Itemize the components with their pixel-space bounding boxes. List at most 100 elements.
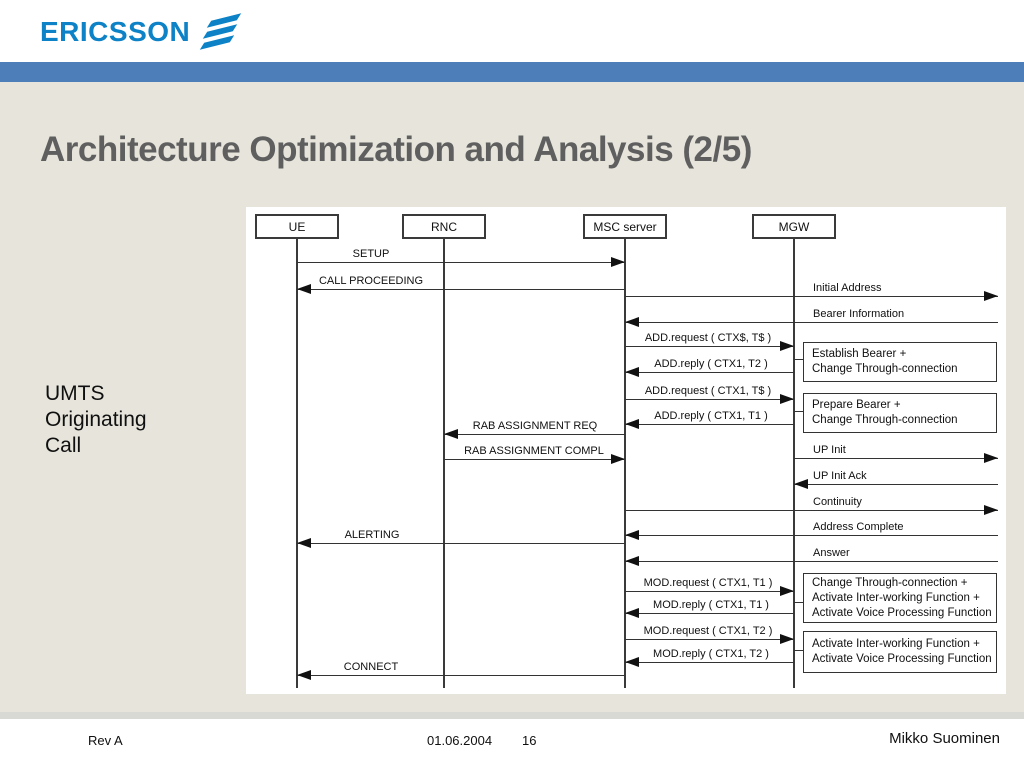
note-text-line: Prepare Bearer + — [812, 399, 901, 411]
slide-body: Architecture Optimization and Analysis (… — [0, 82, 1024, 712]
note-connector-2 — [794, 411, 803, 412]
message-arrowhead-answer — [625, 556, 639, 566]
note-connector-1 — [794, 359, 803, 360]
message-line-address-complete — [625, 535, 998, 536]
side-label-line: Call — [45, 434, 82, 457]
note-text-line: Activate Inter-working Function + — [812, 591, 980, 604]
message-arrowhead-add-request-ctx1-t — [780, 394, 794, 404]
ericsson-wordmark: ERICSSON — [40, 16, 191, 47]
message-label-setup: SETUP — [352, 248, 390, 260]
slide-footer: Rev A 01.06.2004 16 Mikko Suominen — [0, 719, 1024, 768]
message-line-initial-address — [625, 296, 998, 297]
message-arrowhead-setup — [611, 257, 625, 267]
message-label-add-request-ctx1-t: ADD.request ( CTX1, T$ ) — [644, 385, 772, 397]
message-line-answer — [625, 561, 998, 562]
message-label-call-proceeding: CALL PROCEEDING — [318, 275, 424, 287]
message-label-connect: CONNECT — [343, 661, 399, 673]
message-arrowhead-add-reply-ctx1-t2 — [625, 367, 639, 377]
message-label-up-init: UP Init — [813, 444, 846, 456]
note-text-line: Activate Voice Processing Function — [812, 606, 992, 619]
note-box-2: Prepare Bearer + Change Through-connectio… — [803, 393, 997, 433]
message-label-answer: Answer — [813, 547, 850, 559]
accent-bar — [0, 62, 1024, 82]
message-line-connect — [297, 675, 625, 676]
footer-divider — [0, 712, 1024, 719]
side-label-line: Originating — [45, 408, 147, 431]
message-line-mod-request-ctx1-t1 — [625, 591, 794, 592]
message-label-rab-assignment-compl: RAB ASSIGNMENT COMPL — [464, 445, 604, 457]
message-label-initial-address: Initial Address — [813, 282, 882, 294]
note-box-4: Activate Inter-working Function + Activat… — [803, 631, 997, 673]
note-text-line: Change Through-connection — [812, 414, 958, 426]
actor-box-ue: UE — [255, 214, 339, 239]
lifeline-mgw — [793, 238, 795, 688]
message-label-address-complete: Address Complete — [813, 521, 904, 533]
message-arrowhead-connect — [297, 670, 311, 680]
message-label-add-request-ctx-t: ADD.request ( CTX$, T$ ) — [644, 332, 772, 344]
message-arrowhead-mod-reply-ctx1-t2 — [625, 657, 639, 667]
message-line-bearer-information — [625, 322, 998, 323]
message-arrowhead-address-complete — [625, 530, 639, 540]
message-arrowhead-rab-assignment-compl — [611, 454, 625, 464]
diagram-panel: UE RNC MSC server MGW SETUP CALL PROCEEDING In… — [246, 207, 1006, 694]
message-label-mod-request-ctx1-t1: MOD.request ( CTX1, T1 ) — [643, 577, 773, 589]
message-line-mod-request-ctx1-t2 — [625, 639, 794, 640]
message-arrowhead-continuity — [984, 505, 998, 515]
message-label-rab-assignment-req: RAB ASSIGNMENT REQ — [472, 420, 598, 432]
message-label-continuity: Continuity — [813, 496, 862, 508]
message-label-mod-reply-ctx1-t2: MOD.reply ( CTX1, T2 ) — [653, 648, 769, 660]
note-connector-4 — [794, 650, 803, 651]
message-line-add-request-ctx1-t — [625, 399, 794, 400]
message-line-add-reply-ctx1-t1 — [625, 424, 794, 425]
ericsson-logo: ERICSSON — [40, 12, 242, 50]
slide-header: ERICSSON — [0, 0, 1024, 62]
message-line-continuity — [625, 510, 998, 511]
message-arrowhead-up-init — [984, 453, 998, 463]
message-arrowhead-up-init-ack — [794, 479, 808, 489]
message-arrowhead-alerting — [297, 538, 311, 548]
message-label-up-init-ack: UP Init Ack — [813, 470, 867, 482]
message-line-add-request-ctx-t — [625, 346, 794, 347]
message-arrowhead-bearer-information — [625, 317, 639, 327]
note-text-line: Change Through-connection + — [812, 576, 968, 589]
message-line-up-init-ack — [794, 484, 998, 485]
message-line-alerting — [297, 543, 625, 544]
side-label-line: UMTS — [45, 382, 105, 405]
note-connector-3 — [794, 602, 803, 603]
message-label-mod-request-ctx1-t2: MOD.request ( CTX1, T2 ) — [643, 625, 773, 637]
message-arrowhead-add-reply-ctx1-t1 — [625, 419, 639, 429]
note-text-line: Activate Inter-working Function + — [812, 638, 980, 650]
message-arrowhead-mod-request-ctx1-t2 — [780, 634, 794, 644]
note-text-line: Change Through-connection — [812, 363, 958, 375]
note-box-1: Establish Bearer + Change Through-connect… — [803, 342, 997, 382]
page-title: Architecture Optimization and Analysis (… — [40, 130, 752, 169]
note-text-line: Establish Bearer + — [812, 348, 907, 360]
message-line-mod-reply-ctx1-t1 — [625, 613, 794, 614]
lifeline-ue — [296, 238, 298, 688]
actor-box-msc-server: MSC server — [583, 214, 667, 239]
ericsson-bars-icon — [200, 12, 242, 50]
message-label-bearer-information: Bearer Information — [813, 308, 905, 320]
message-arrowhead-mod-request-ctx1-t1 — [780, 586, 794, 596]
message-line-rab-assignment-req — [444, 434, 625, 435]
message-arrowhead-mod-reply-ctx1-t1 — [625, 608, 639, 618]
message-label-mod-reply-ctx1-t1: MOD.reply ( CTX1, T1 ) — [653, 599, 769, 611]
note-text-line: Activate Voice Processing Function — [812, 653, 992, 665]
message-arrowhead-call-proceeding — [297, 284, 311, 294]
footer-author: Mikko Suominen — [889, 730, 1000, 747]
lifeline-rnc — [443, 238, 445, 688]
message-label-add-reply-ctx1-t1: ADD.reply ( CTX1, T1 ) — [654, 410, 768, 422]
message-arrowhead-rab-assignment-req — [444, 429, 458, 439]
footer-page-number: 16 — [522, 733, 537, 748]
message-arrowhead-add-request-ctx-t — [780, 341, 794, 351]
message-line-setup — [297, 262, 625, 263]
footer-revision: Rev A — [88, 733, 123, 748]
message-line-up-init — [794, 458, 998, 459]
actor-box-rnc: RNC — [402, 214, 486, 239]
message-line-add-reply-ctx1-t2 — [625, 372, 794, 373]
message-line-mod-reply-ctx1-t2 — [625, 662, 794, 663]
actor-box-mgw: MGW — [752, 214, 836, 239]
note-box-3: Change Through-connection + Activate Inte… — [803, 573, 997, 623]
